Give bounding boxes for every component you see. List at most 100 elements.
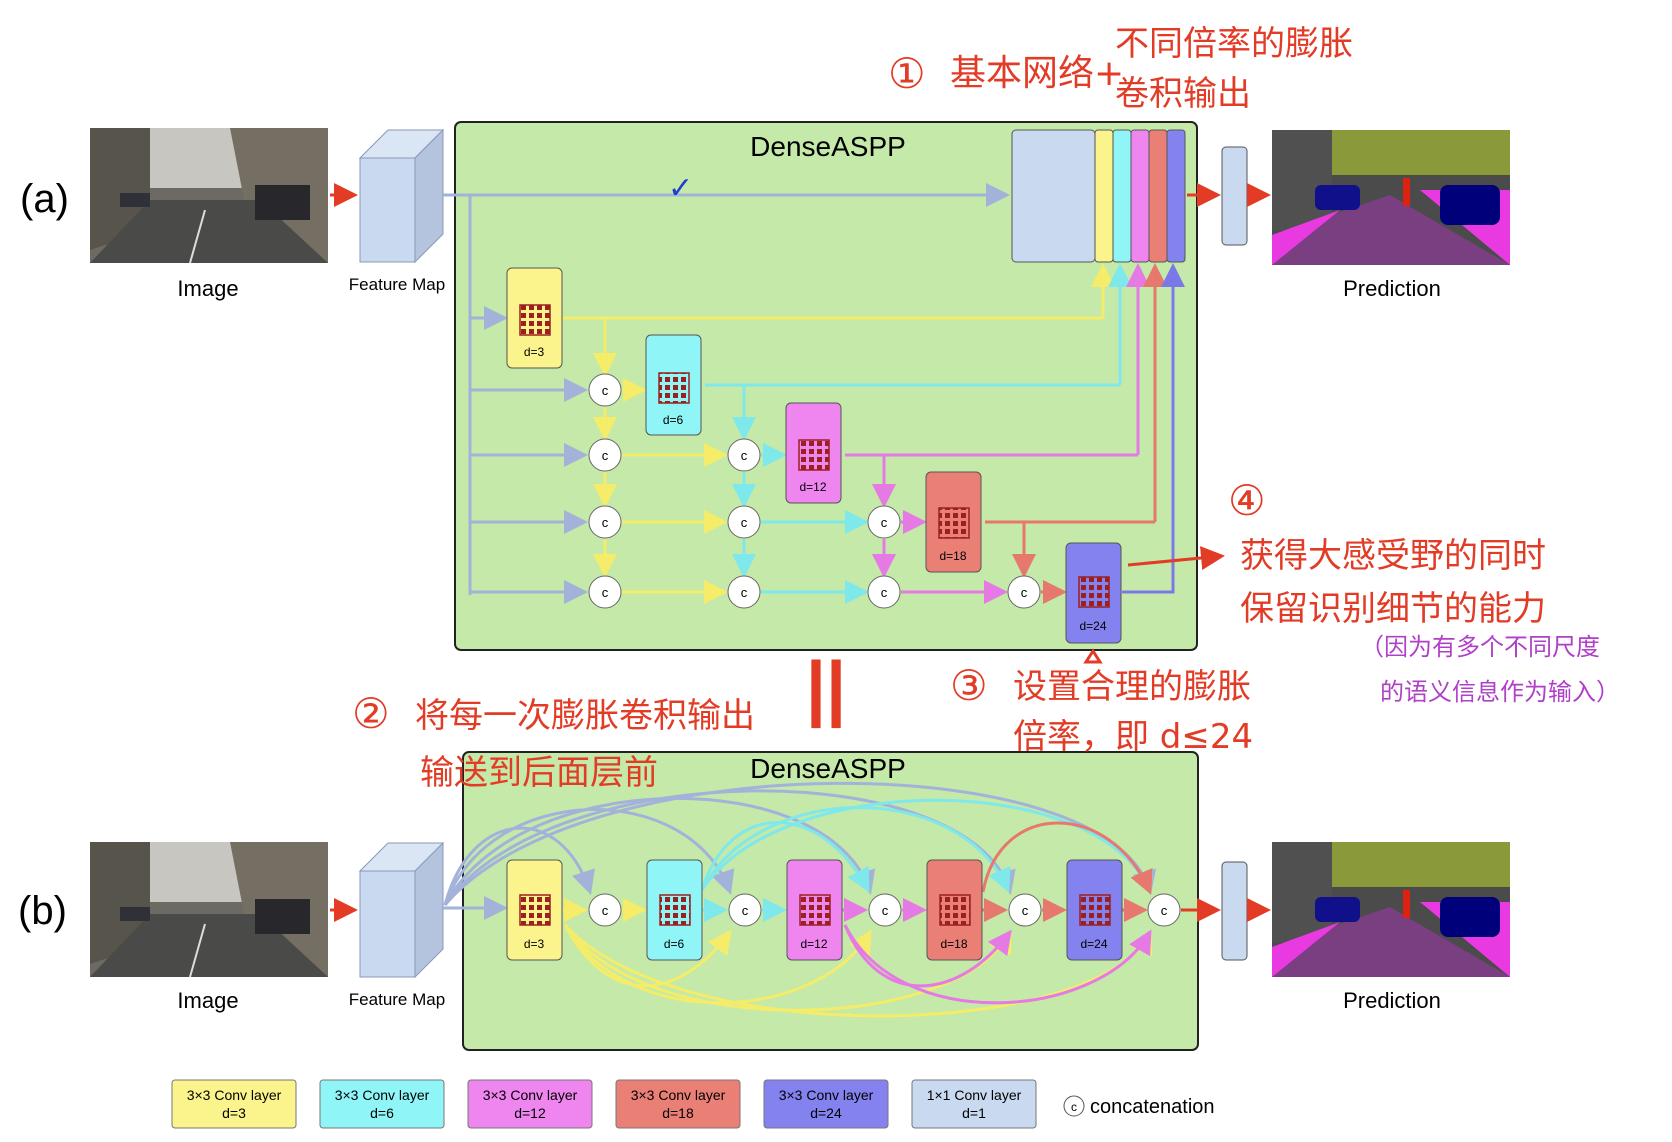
conv-layer-d12-a: d=12 [785, 402, 842, 504]
conv-layer-d6-b: d=6 [646, 859, 703, 961]
concat-node: c [588, 373, 622, 407]
kernel-grid-icon [519, 304, 551, 336]
input-image-b [90, 842, 328, 978]
block-title-b: DenseASPP [750, 753, 906, 784]
svg-text:d=3: d=3 [524, 937, 545, 951]
legend-item-d18: 3×3 Conv layer d=18 [615, 1079, 741, 1129]
legend-item-1x1: 1×1 Conv layer d=1 [911, 1079, 1037, 1129]
annotations: ① 基本网络+ 不同倍率的膨胀 卷积输出 ✓ ② 将每一次膨胀卷积输出 输送到后… [352, 24, 1620, 793]
kernel-grid-icon [659, 894, 691, 926]
legend: 3×3 Conv layer d=3 3×3 Conv layer d=6 3×… [171, 1079, 1215, 1129]
svg-text:c: c [602, 515, 609, 530]
concat-node: c [588, 505, 622, 539]
concat-node: c [1008, 893, 1042, 927]
annotation-3-line1: 设置合理的膨胀 [1013, 667, 1251, 707]
annotation-4-note2: 的语义信息作为输入） [1380, 678, 1620, 706]
prediction-label-a: Prediction [1343, 276, 1441, 301]
conv-layer-d24-b: d=24 [1066, 859, 1123, 961]
annotation-2-line1: 将每一次膨胀卷积输出 [415, 696, 755, 736]
annotation-2-number: ② [352, 689, 390, 738]
svg-text:d=18: d=18 [662, 1105, 694, 1121]
svg-text:c: c [1071, 1100, 1077, 1114]
svg-text:c: c [602, 903, 609, 918]
svg-text:concatenation: concatenation [1090, 1096, 1215, 1118]
svg-text:3×3 Conv layer: 3×3 Conv layer [335, 1087, 430, 1103]
svg-text:c: c [741, 515, 748, 530]
svg-text:3×3 Conv layer: 3×3 Conv layer [779, 1087, 874, 1103]
svg-text:3×3 Conv layer: 3×3 Conv layer [631, 1087, 726, 1103]
concat-node: c [1007, 575, 1041, 609]
svg-text:c: c [742, 903, 749, 918]
svg-text:3×3 Conv layer: 3×3 Conv layer [187, 1087, 282, 1103]
concat-node: c [1147, 893, 1181, 927]
svg-text:c: c [741, 448, 748, 463]
svg-text:d=1: d=1 [962, 1105, 986, 1121]
svg-text:c: c [881, 585, 888, 600]
svg-text:c: c [602, 585, 609, 600]
legend-item-concat: c concatenation [1063, 1095, 1215, 1118]
svg-text:d=12: d=12 [799, 480, 826, 494]
conv-layer-d6-a: d=6 [645, 334, 702, 436]
concat-nodes-b: c c c c c [588, 893, 1181, 927]
svg-text:d=3: d=3 [524, 345, 545, 359]
kernel-grid-icon [658, 372, 690, 404]
svg-text:c: c [882, 903, 889, 918]
legend-item-d6: 3×3 Conv layer d=6 [319, 1079, 445, 1129]
kernel-grid-icon [1079, 894, 1111, 926]
annotation-1-line1: 基本网络+ [950, 53, 1124, 94]
svg-text:d=18: d=18 [939, 549, 966, 563]
concat-node: c [867, 575, 901, 609]
legend-item-d12: 3×3 Conv layer d=12 [467, 1079, 593, 1129]
panel-b-letter: (b) [18, 889, 67, 933]
conv1x1-a [1221, 146, 1248, 246]
conv-layer-d18-a: d=18 [925, 471, 982, 573]
annotation-3-pointer [1083, 648, 1103, 664]
feature-map-label-a: Feature Map [349, 275, 445, 294]
legend-item-d3: 3×3 Conv layer d=3 [171, 1079, 297, 1129]
kernel-grid-icon [939, 894, 971, 926]
kernel-grid-icon [519, 894, 551, 926]
conv-layer-d3-a: d=3 [506, 267, 563, 369]
image-label-b: Image [177, 988, 238, 1013]
svg-text:d=24: d=24 [1080, 937, 1107, 951]
svg-text:d=12: d=12 [800, 937, 827, 951]
legend-item-d24: 3×3 Conv layer d=24 [763, 1079, 889, 1129]
svg-text:1×1 Conv layer: 1×1 Conv layer [927, 1087, 1022, 1103]
annotation-1-line2b: 卷积输出 [1115, 74, 1251, 114]
kernel-grid-icon [799, 894, 831, 926]
annotation-4-arrow [1127, 546, 1225, 570]
panel-a-letter: (a) [20, 177, 69, 221]
feature-map-cube-b [358, 841, 445, 979]
conv1x1-b [1221, 861, 1248, 961]
conv-layer-d18-b: d=18 [926, 859, 983, 961]
panel-b: (b) Image Feature Map DenseASPP [18, 751, 1510, 1051]
kernel-grid-icon [1078, 576, 1110, 608]
svg-text:d=24: d=24 [810, 1105, 842, 1121]
panel-a: (a) Image Feature Map DenseASPP [20, 121, 1510, 651]
svg-text:c: c [741, 585, 748, 600]
annotation-4-number: ④ [1228, 476, 1266, 525]
svg-text:c: c [602, 383, 609, 398]
prediction-image-a [1272, 130, 1510, 265]
annotation-3-line2: 倍率，即 d≤24 [1013, 717, 1253, 757]
output-stack-a [1011, 129, 1186, 263]
checkmark-icon: ✓ [668, 171, 693, 206]
concat-nodes-a: c c c c c c c c c c [588, 373, 1041, 609]
concat-node: c [727, 438, 761, 472]
svg-text:d=18: d=18 [940, 937, 967, 951]
concat-node: c [588, 438, 622, 472]
concat-node: c [728, 893, 762, 927]
block-title-a: DenseASPP [750, 131, 906, 162]
svg-text:c: c [1021, 585, 1028, 600]
conv-layers-a: d=3 d=6 d=12 d=18 d=24 [506, 267, 1122, 644]
feature-map-cube-a [358, 128, 445, 264]
prediction-label-b: Prediction [1343, 988, 1441, 1013]
svg-text:c: c [881, 515, 888, 530]
input-image-a [90, 128, 328, 264]
annotation-2-line2: 输送到后面层前 [420, 753, 658, 793]
concat-node: c [588, 893, 622, 927]
svg-text:3×3 Conv layer: 3×3 Conv layer [483, 1087, 578, 1103]
feature-map-label-b: Feature Map [349, 990, 445, 1009]
concat-node: c [727, 505, 761, 539]
